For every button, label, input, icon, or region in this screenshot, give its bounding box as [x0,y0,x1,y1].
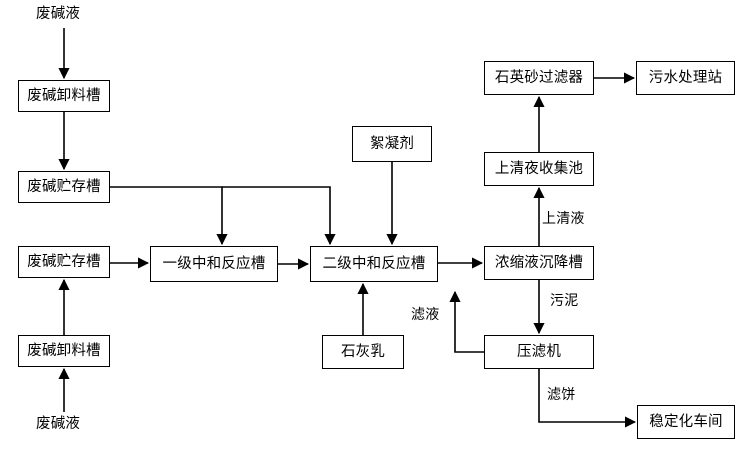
node-waste-alkali-unloading-tank-top[interactable]: 废碱卸料槽 [18,80,110,112]
node-waste-alkali-storage-tank-bottom[interactable]: 废碱贮存槽 [18,246,110,278]
node-waste-alkali-unloading-tank-bottom[interactable]: 废碱卸料槽 [18,335,110,367]
node-waste-alkali-storage-tank-top[interactable]: 废碱贮存槽 [18,171,110,203]
edge-label-sludge: 污泥 [549,293,580,309]
edge-label-filtrate: 滤液 [410,307,441,323]
label-waste-alkali-liquid-top: 废碱液 [36,6,81,22]
node-filter-press[interactable]: 压滤机 [484,335,594,369]
edge-filter-press-filtrate-return [449,290,484,353]
edge-storage-top-to-stage2 [222,186,336,246]
node-concentrate-settling-tank[interactable]: 浓缩液沉降槽 [484,246,594,280]
edge-filter-press-to-stabilization-workshop [538,369,637,428]
node-wastewater-treatment-station[interactable]: 污水处理站 [636,61,735,95]
node-stage1-neutralization-reactor[interactable]: 一级中和反应槽 [150,246,278,282]
node-stage2-neutralization-reactor[interactable]: 二级中和反应槽 [310,246,438,282]
edge-storage-top-to-stage1 [110,186,228,246]
node-flocculant[interactable]: 絮凝剂 [352,126,432,162]
node-lime-milk[interactable]: 石灰乳 [322,335,404,369]
edge-label-supernatant: 上清液 [541,211,586,227]
edge-label-filter-cake: 滤饼 [546,387,577,403]
label-waste-alkali-liquid-bottom: 废碱液 [36,416,81,432]
node-stabilization-workshop[interactable]: 稳定化车间 [637,405,735,439]
node-supernatant-collection-pool[interactable]: 上清夜收集池 [484,152,594,186]
node-quartz-sand-filter[interactable]: 石英砂过滤器 [484,61,594,95]
